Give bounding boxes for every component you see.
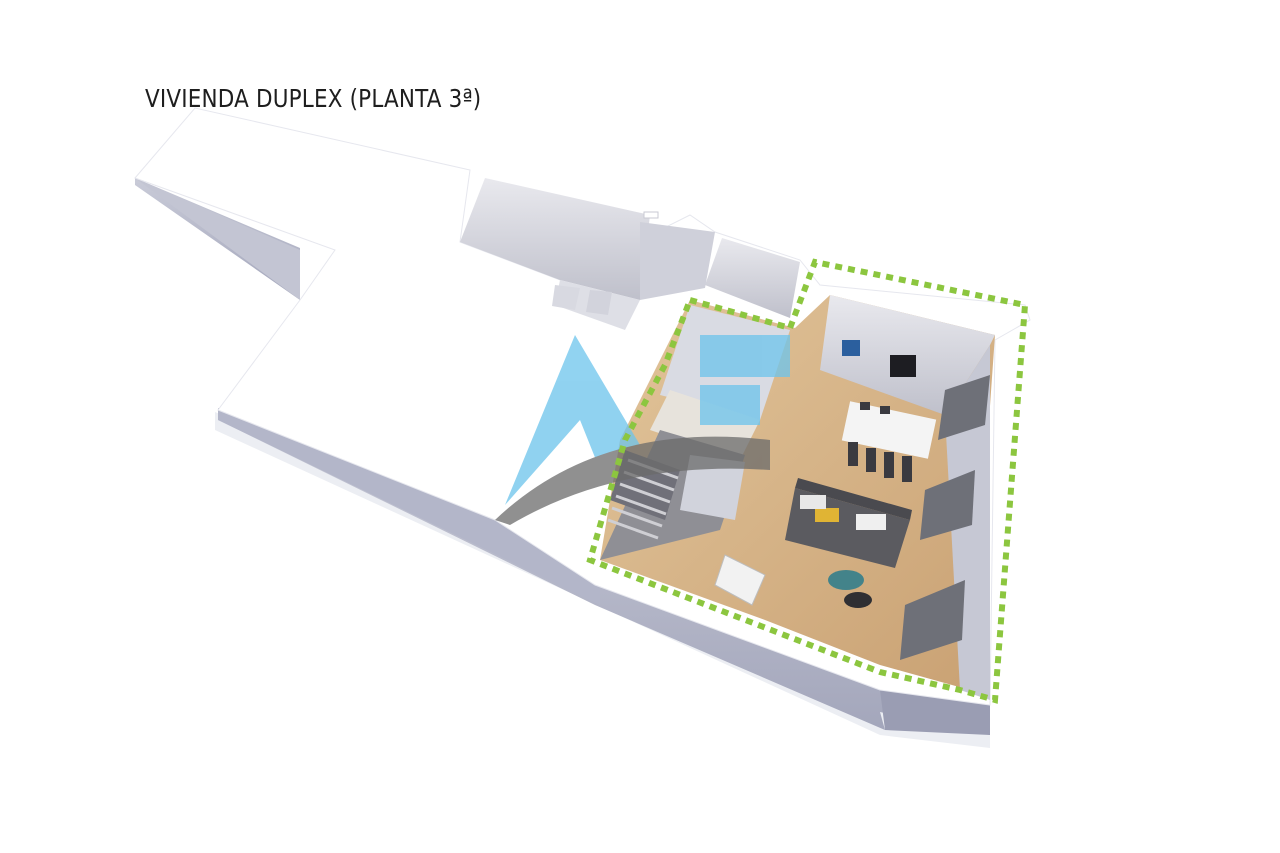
windows [900,375,990,660]
wall-front-face [218,408,600,605]
cushion-white [856,514,886,530]
vent [643,211,659,219]
cooktop [890,355,916,377]
dining-chairs [848,402,912,482]
armchair [714,554,766,606]
shaft-b [586,290,612,315]
coffee-table [828,570,864,590]
room-upper-a [460,178,650,300]
plan-title: VIVIENDA DUPLEX (PLANTA 3ª) [145,84,482,113]
dining-table [841,401,937,459]
kitchen-picture [842,340,860,356]
room-upper-b-side [640,222,715,300]
cushion-white-2 [800,495,826,509]
room-upper-b [705,238,800,318]
column [680,455,745,520]
unit-boundary [586,258,1029,704]
wall-left-corner [135,178,300,300]
watermark-logo [495,335,790,525]
shaft [552,285,580,310]
side-table [844,592,872,608]
cushion-yellow [815,508,839,522]
sofa-back [795,478,912,520]
